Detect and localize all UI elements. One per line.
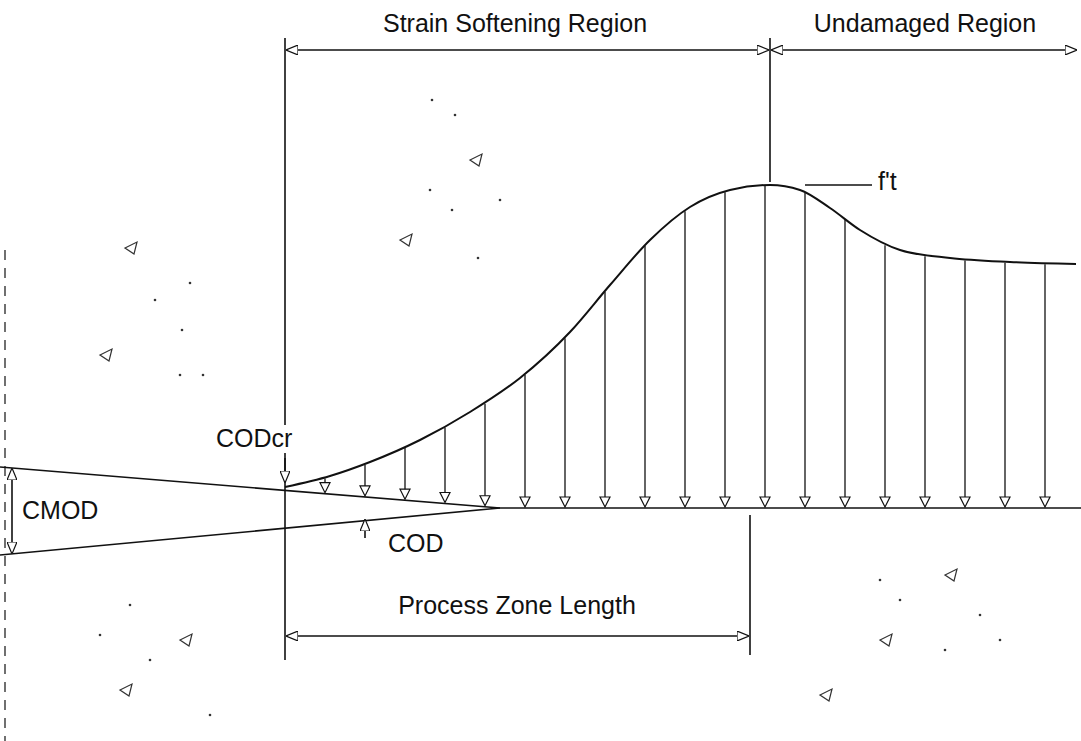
stress-arrow: [640, 246, 650, 507]
cod-arrow: [364, 520, 366, 538]
dimension-label: Process Zone Length: [396, 592, 638, 620]
symmetry-line: [4, 250, 5, 741]
stress-arrow: [680, 211, 690, 507]
cmod-label: CMOD: [20, 497, 100, 525]
stress-arrow: [320, 478, 330, 492]
stress-arrow: [400, 448, 410, 499]
stress-arrow: [800, 193, 810, 507]
extension-line: [749, 515, 751, 655]
stress-arrow: [600, 292, 610, 507]
cod-label: COD: [386, 530, 446, 558]
stress-arrow: [720, 192, 730, 507]
cmod-arrow: [11, 469, 13, 553]
dimension-line: [287, 49, 768, 51]
crack-line: [500, 507, 1081, 509]
aggregate-texture: [99, 99, 1002, 717]
stress-arrow: [1000, 263, 1010, 507]
stress-arrow: [360, 465, 370, 496]
stress-arrow: [960, 261, 970, 507]
cod-cr-label: CODcr: [214, 425, 294, 453]
dimension-line: [772, 49, 1076, 51]
stress-arrow: [520, 375, 530, 507]
strength-label: f't: [876, 168, 899, 196]
stress-arrow: [560, 338, 570, 507]
codcr-arrow: [284, 458, 286, 482]
extension-line: [769, 38, 771, 182]
dimension-line: [287, 635, 748, 637]
stress-arrow: [880, 245, 890, 507]
reference-line: [805, 184, 872, 186]
stress-curve-path: [285, 185, 1076, 487]
extension-line: [284, 38, 286, 660]
stress-arrow: [920, 256, 930, 507]
stress-arrow: [1040, 264, 1050, 507]
stress-arrow: [840, 220, 850, 507]
region-label: Undamaged Region: [812, 10, 1038, 38]
stress-arrow: [760, 186, 770, 507]
stress-arrows: [320, 186, 1050, 507]
region-label: Strain Softening Region: [381, 10, 649, 38]
stress-arrow: [440, 428, 450, 503]
stress-curve: [285, 185, 1076, 487]
stress-arrow: [480, 404, 490, 506]
